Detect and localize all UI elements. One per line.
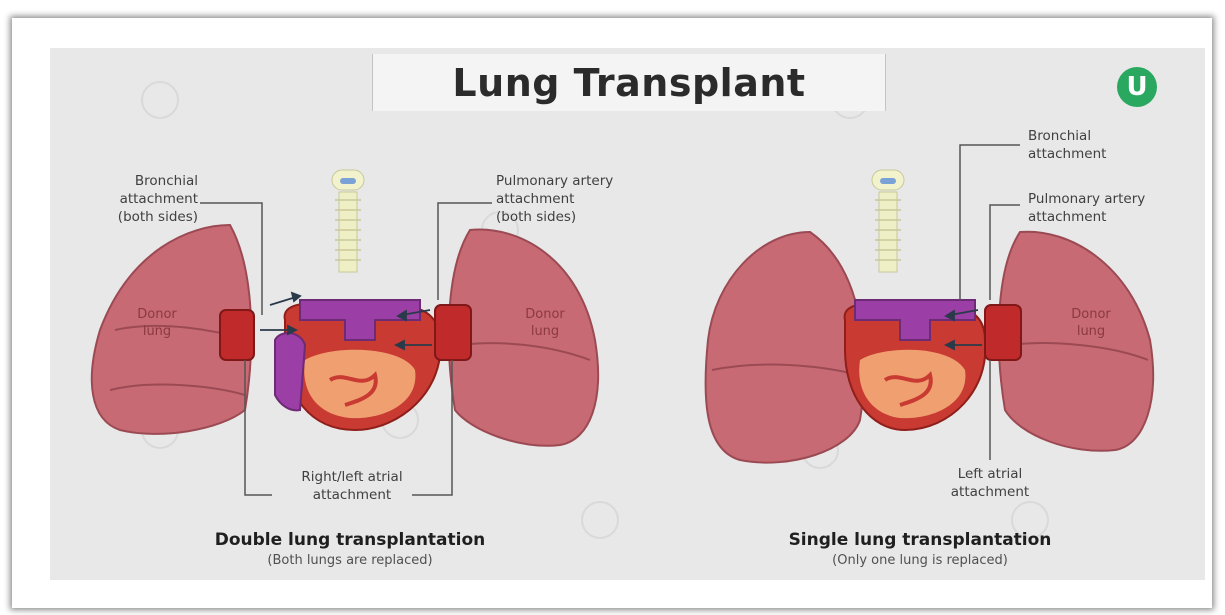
double-caption-title: Double lung transplantation — [140, 530, 560, 550]
single-lung-label: Donor lung — [1056, 306, 1126, 340]
double-left-lung-label-line1: Donor — [122, 306, 192, 323]
trachea-left — [332, 170, 364, 272]
single-bronchial-label-line2: attachment — [1028, 145, 1198, 163]
double-caption-subtitle: (Both lungs are replaced) — [140, 553, 560, 568]
trachea-right — [872, 170, 904, 272]
bronchus-stump-left — [220, 310, 254, 360]
double-left-lung-label-line2: lung — [122, 323, 192, 340]
double-right-lung-label-line2: lung — [510, 323, 580, 340]
single-pulmonary-label-line2: attachment — [1028, 208, 1208, 226]
single-atrial-label-line1: Left atrial — [905, 465, 1075, 483]
double-atrial-label: Right/left atrial attachment — [262, 468, 442, 504]
double-atrial-label-line2: attachment — [262, 486, 442, 504]
double-pulmonary-label-line1: Pulmonary artery — [496, 172, 696, 190]
double-bronchial-label-line2: attachment — [68, 190, 198, 208]
single-bronchial-label: Bronchial attachment — [1028, 127, 1198, 163]
double-bronchial-label-line3: (both sides) — [68, 208, 198, 226]
single-caption-title: Single lung transplantation — [710, 530, 1130, 550]
single-bronchial-label-line1: Bronchial — [1028, 127, 1198, 145]
diagram-title: Lung Transplant — [452, 61, 805, 105]
single-lung-label-line1: Donor — [1056, 306, 1126, 323]
single-lung-label-line2: lung — [1056, 323, 1126, 340]
double-bronchial-label-line1: Bronchial — [68, 172, 198, 190]
double-pulmonary-label-line3: (both sides) — [496, 208, 696, 226]
double-atrial-label-line1: Right/left atrial — [262, 468, 442, 486]
single-pulmonary-label-line1: Pulmonary artery — [1028, 190, 1208, 208]
double-pulmonary-label: Pulmonary artery attachment (both sides) — [496, 172, 696, 226]
u-logo-icon: U — [1117, 67, 1157, 107]
single-caption-subtitle: (Only one lung is replaced) — [710, 553, 1130, 568]
single-pulmonary-label: Pulmonary artery attachment — [1028, 190, 1208, 226]
native-lung — [706, 232, 865, 463]
bronchus-stump-single — [985, 305, 1021, 360]
single-atrial-label-line2: attachment — [905, 483, 1075, 501]
double-bronchial-label: Bronchial attachment (both sides) — [68, 172, 198, 226]
double-right-lung-label-line1: Donor — [510, 306, 580, 323]
bronchus-stump-right — [435, 305, 471, 360]
double-right-lung-label: Donor lung — [510, 306, 580, 340]
title-box: Lung Transplant — [372, 54, 886, 111]
double-left-lung-label: Donor lung — [122, 306, 192, 340]
single-atrial-label: Left atrial attachment — [905, 465, 1075, 501]
double-pulmonary-label-line2: attachment — [496, 190, 696, 208]
